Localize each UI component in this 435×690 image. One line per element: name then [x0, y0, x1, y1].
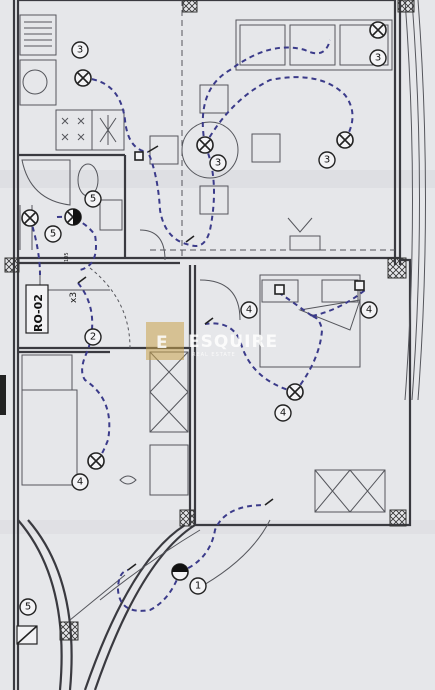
marker-badge: 4 — [274, 404, 292, 422]
watermark-tagline: REAL ESTATE — [192, 352, 236, 358]
marker-badge: 3 — [369, 49, 387, 67]
marker-label: 4 — [77, 477, 83, 488]
watermark-brand: ESQUIRE — [188, 332, 278, 352]
marker-label: 4 — [246, 305, 252, 316]
misc-boxes — [0, 375, 38, 645]
marker-badge: 3 — [318, 151, 336, 169]
marker-badge: 2 — [84, 328, 102, 346]
marker-label: 3 — [215, 158, 221, 169]
lamp-icon — [171, 563, 189, 581]
room-code: RO-02 — [32, 294, 45, 332]
lamp-icon — [354, 280, 365, 291]
small-tag: 105 — [64, 252, 70, 262]
marker-badge: 4 — [360, 301, 378, 319]
lamp-icon — [21, 209, 39, 227]
bathroom-fixtures — [19, 159, 123, 250]
lamp-icon — [74, 69, 92, 87]
multiplier-label: x3 — [69, 292, 79, 303]
lamp-icon — [369, 21, 387, 39]
lamp-icon — [87, 452, 105, 470]
marker-label: 5 — [50, 229, 56, 240]
lamp-icon — [274, 284, 285, 295]
marker-badge: 5 — [84, 190, 102, 208]
watermark-logo: E — [156, 333, 169, 353]
lamp-icon — [336, 131, 354, 149]
marker-label: 3 — [324, 155, 330, 166]
marker-badge: 3 — [71, 41, 89, 59]
circuit-lines — [29, 39, 366, 612]
marker-badge: 4 — [240, 301, 258, 319]
room-label: RO-02 x3 105 — [25, 252, 79, 334]
marker-label: 4 — [280, 408, 286, 419]
lamp-icon — [196, 136, 214, 154]
entrance-lines — [69, 519, 271, 621]
marker-label: 3 — [77, 45, 83, 56]
marker-label: 1 — [195, 581, 201, 592]
walls — [12, 0, 426, 690]
marker-label: 4 — [366, 305, 372, 316]
lamp-fixtures — [21, 21, 387, 581]
lamp-icon — [134, 151, 144, 161]
bedroom2-furniture — [21, 267, 189, 496]
living-furniture — [139, 0, 395, 261]
switch-icon — [77, 145, 274, 571]
watermark: E ESQUIRE REAL ESTATE — [146, 322, 278, 360]
paper-folds — [0, 170, 435, 534]
marker-label: 2 — [90, 332, 96, 343]
marker-badge: 4 — [71, 473, 89, 491]
marker-badge: 3 — [209, 154, 227, 172]
bedroom-furniture — [199, 274, 386, 513]
lamp-icon — [64, 208, 82, 226]
marker-badge: 5 — [19, 598, 37, 616]
columns — [4, 0, 415, 641]
kitchen-fixtures — [19, 14, 125, 151]
marker-label: 5 — [90, 194, 96, 205]
marker-badge: 5 — [44, 225, 62, 243]
circuit-markers: 3 3 3 3 5 5 2 4 4 4 4 1 5 — [19, 41, 387, 616]
lamp-icon — [286, 383, 304, 401]
marker-label: 5 — [25, 602, 31, 613]
marker-badge: 1 — [189, 577, 207, 595]
marker-label: 3 — [375, 53, 381, 64]
